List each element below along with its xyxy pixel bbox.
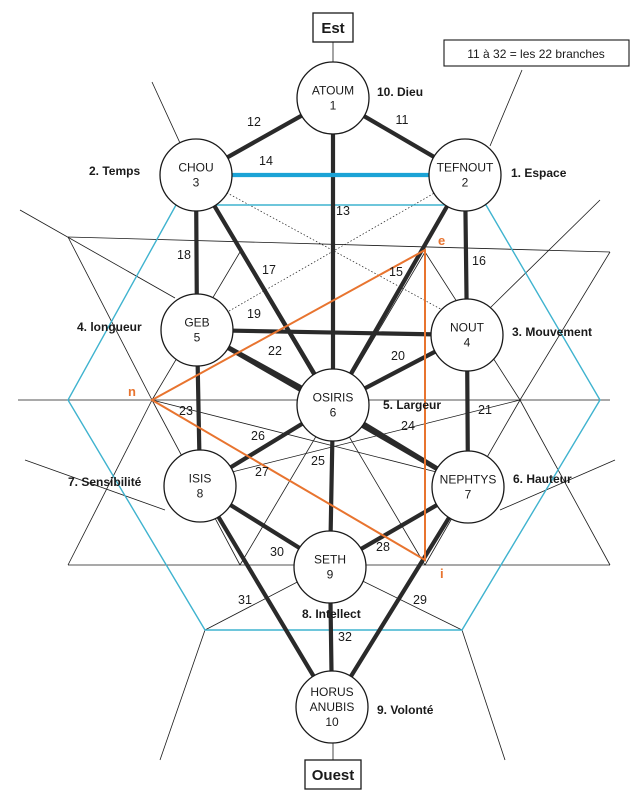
- branch-number-30: 30: [270, 545, 284, 559]
- legend-box: 11 à 32 = les 22 branches: [443, 39, 630, 67]
- branch-number-19: 19: [247, 307, 261, 321]
- branch-number-32: 32: [338, 630, 352, 644]
- label-sensibilite: 7. Sensibilité: [68, 475, 142, 489]
- branch-29: [329, 484, 471, 710]
- node-number-tefnout: 2: [462, 176, 469, 190]
- node-circle-nout: [430, 298, 504, 372]
- branch-19: [194, 327, 470, 338]
- direction-est: Est: [312, 12, 354, 43]
- node-number-osiris: 6: [330, 406, 337, 420]
- branch-number-26: 26: [251, 429, 265, 443]
- label-temps: 2. Temps: [89, 164, 140, 178]
- node-number-seth: 9: [327, 568, 334, 582]
- label-largeur: 5. Largeur: [383, 398, 441, 412]
- node-name-nephtys: NEPHTYS: [440, 473, 497, 487]
- node-number-chou: 3: [193, 176, 200, 190]
- label-mouvement: 3. Mouvement: [512, 325, 592, 339]
- branch-number-29: 29: [413, 593, 427, 607]
- node-name-chou: CHOU: [178, 161, 213, 175]
- branch-number-18: 18: [177, 248, 191, 262]
- node-name-geb: GEB: [184, 316, 209, 330]
- label-volonte: 9. Volonté: [377, 703, 434, 717]
- legend-text: 11 à 32 = les 22 branches: [467, 47, 605, 61]
- branch-number-28: 28: [376, 540, 390, 554]
- node-name-tefnout: TEFNOUT: [437, 161, 494, 175]
- branch-number-24: 24: [401, 419, 415, 433]
- branch-number-15: 15: [389, 265, 403, 279]
- branch-15: [330, 172, 468, 408]
- node-number-nephtys: 7: [465, 488, 472, 502]
- branch-number-17: 17: [262, 263, 276, 277]
- triangle-label-n: n: [128, 384, 136, 399]
- label-intellect: 8. Intellect: [302, 607, 361, 621]
- direction-ouest: Ouest: [304, 759, 362, 790]
- node-circle-horus: [295, 670, 369, 744]
- branch-number-31: 31: [238, 593, 252, 607]
- branch-17: [193, 172, 336, 408]
- triangle-label-e: e: [438, 233, 445, 248]
- label-espace: 1. Espace: [511, 166, 567, 180]
- branch-numbers: 1112131415161718192021222324252627282930…: [177, 113, 492, 644]
- node-name-seth: SETH: [314, 553, 346, 567]
- node-number-atoum: 1: [330, 99, 337, 113]
- orange-triangle: [149, 248, 426, 562]
- triangle-label-i: i: [440, 566, 444, 581]
- node-circle-chou: [159, 138, 233, 212]
- branch-number-11: 11: [396, 113, 409, 127]
- label-hauteur: 6. Hauteur: [513, 472, 572, 486]
- label-dieu: 10. Dieu: [377, 85, 423, 99]
- node-circle-isis: [163, 449, 237, 523]
- branch-number-22: 22: [268, 344, 282, 358]
- node-name-horus: ANUBIS: [310, 700, 355, 714]
- direction-est-label: Est: [321, 20, 344, 37]
- branch-number-13: 13: [336, 204, 350, 218]
- node-circle-seth: [293, 530, 367, 604]
- node-name-horus: HORUS: [310, 685, 353, 699]
- node-number-isis: 8: [197, 487, 204, 501]
- branch-number-23: 23: [179, 404, 193, 418]
- node-circle-osiris: [296, 368, 370, 442]
- label-longueur: 4. longueur: [77, 320, 142, 334]
- branch-number-12: 12: [247, 115, 261, 129]
- node-circle-nephtys: [431, 450, 505, 524]
- node-number-geb: 5: [194, 331, 201, 345]
- branch-number-20: 20: [391, 349, 405, 363]
- node-name-atoum: ATOUM: [312, 84, 354, 98]
- branch-number-25: 25: [311, 454, 325, 468]
- branch-number-14: 14: [259, 154, 273, 168]
- node-circle-atoum: [296, 61, 370, 135]
- node-number-nout: 4: [464, 336, 471, 350]
- node-circle-geb: [160, 293, 234, 367]
- node-name-osiris: OSIRIS: [313, 391, 354, 405]
- direction-ouest-label: Ouest: [312, 767, 355, 784]
- branch-number-27: 27: [255, 465, 269, 479]
- branch-number-21: 21: [478, 403, 492, 417]
- branch-31: [197, 483, 335, 710]
- branch-number-16: 16: [472, 254, 486, 268]
- node-number-horus: 10: [325, 715, 339, 729]
- node-circle-tefnout: [428, 138, 502, 212]
- node-name-nout: NOUT: [450, 321, 485, 335]
- node-name-isis: ISIS: [189, 472, 212, 486]
